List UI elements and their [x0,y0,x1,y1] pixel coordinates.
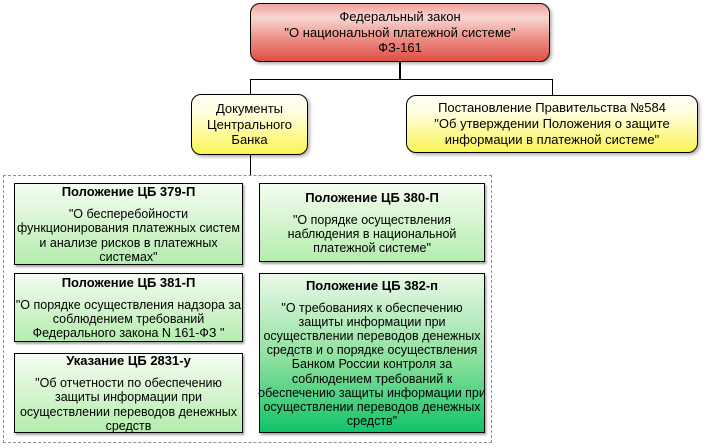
edge-cb-documents-to-group [249,155,251,175]
node-regulation-382p-body: "О требованиях к обеспечению защиты инфо… [258,300,486,428]
node-regulation-381p: Положение ЦБ 381-П "О порядке осуществле… [14,273,243,342]
node-regulation-382p: Положение ЦБ 382-п "О требованиях к обес… [258,273,486,433]
node-directive-2831u-title: Указание ЦБ 2831-у [66,353,191,369]
node-directive-2831u: Указание ЦБ 2831-у "Об отчетности по обе… [14,353,243,433]
edge-bus-to-decree-584 [551,79,553,95]
node-federal-law-fz161: Федеральный закон "О национальной платеж… [250,3,550,62]
node-government-decree-584: Постановление Правительства №584 "Об утв… [406,95,698,153]
node-regulation-381p-title: Положение ЦБ 381-П [61,274,196,290]
node-cb-documents: Документы Центрального Банка [191,94,308,155]
node-regulation-380p-title: Положение ЦБ 380-П [305,189,439,205]
node-cb-documents-text: Документы Центрального Банка [207,100,292,148]
node-directive-2831u-body: "Об отчетности по обеспечению защиты инф… [19,376,238,433]
edge-bus-to-cb-documents [249,79,251,94]
edge-root-to-bus [399,62,401,79]
node-regulation-380p: Положение ЦБ 380-П "О порядке осуществле… [259,183,485,262]
node-regulation-379p-title: Положение ЦБ 379-П [61,184,196,200]
node-regulation-381p-body: "О порядке осуществления надзора за собл… [15,297,242,341]
node-regulation-379p-body: "О бесперебойности функционирования плат… [17,207,240,264]
node-federal-law-text: Федеральный закон "О национальной платеж… [284,8,516,56]
edge-bus-horizontal [249,78,553,80]
node-regulation-382p-title: Положение ЦБ 382-п [305,277,439,293]
node-government-decree-584-text: Постановление Правительства №584 "Об утв… [434,100,670,147]
node-regulation-379p: Положение ЦБ 379-П "О бесперебойности фу… [14,183,243,265]
cb-documents-group-frame [3,175,492,443]
node-regulation-380p-body: "О порядке осуществления наблюдения в на… [287,212,457,256]
